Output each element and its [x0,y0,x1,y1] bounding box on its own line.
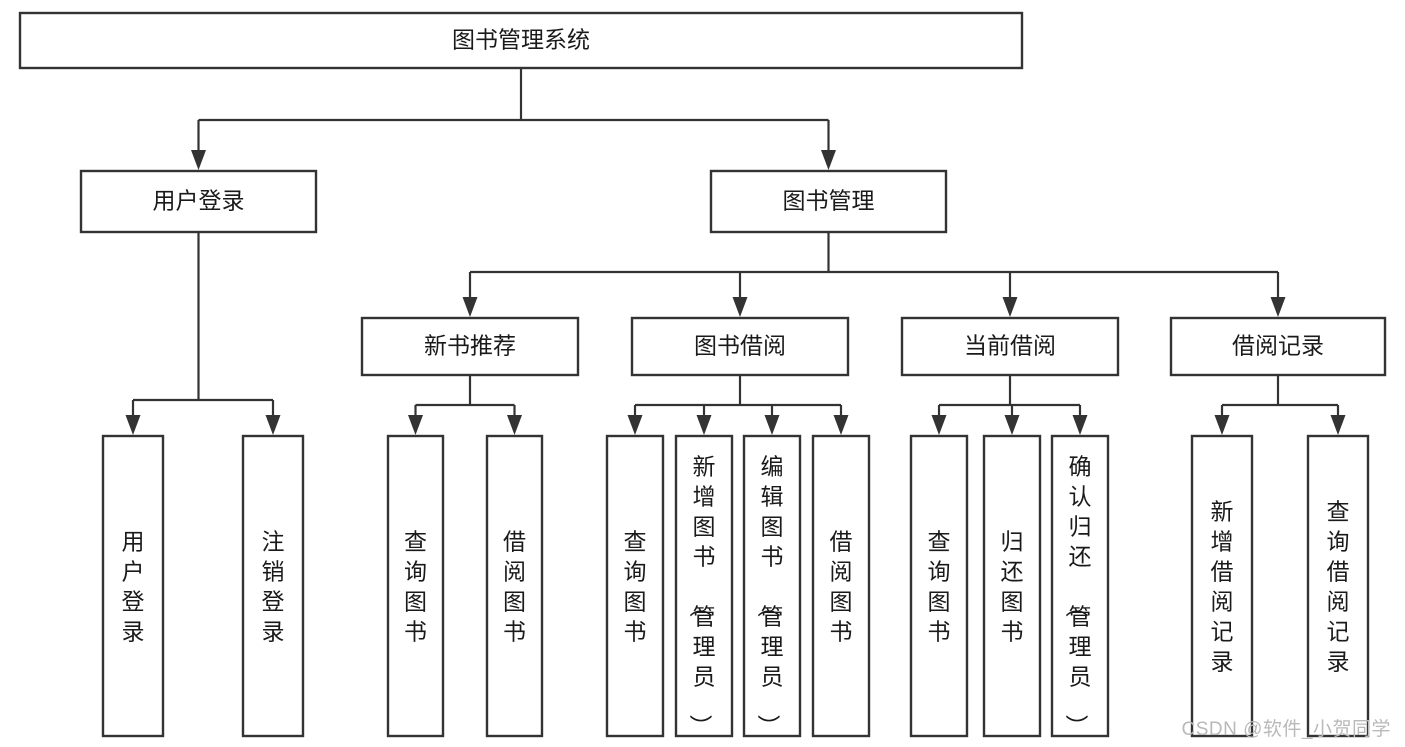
node-box-leaf-user-login[interactable] [101,434,165,738]
node-book-borrow[interactable]: 图书借阅 [630,316,850,377]
node-box-borrow-record[interactable] [1169,316,1387,377]
node-user-login[interactable]: 用户登录 [79,169,318,234]
node-label-current-borrow: 当前借阅 [964,333,1056,359]
connector-group-new-book-rec [408,375,522,435]
node-box-leaf-rec-query2[interactable] [1306,434,1370,738]
node-label-root: 图书管理系统 [452,27,590,53]
node-box-book-manage[interactable] [709,169,948,234]
node-leaf-rec-borrow[interactable]: 借阅图书 [485,434,544,738]
node-leaf-cur-return[interactable]: 归还图书 [982,434,1042,738]
connector-group-book-manage [462,232,1286,317]
node-current-borrow[interactable]: 当前借阅 [900,316,1120,377]
connector-layer [125,68,1346,435]
node-label-leaf-user-login: 用户登录 [122,528,145,644]
node-label-leaf-rec-query2: 查询借阅记录 [1327,498,1350,674]
node-root[interactable]: 图书管理系统 [18,11,1024,70]
node-box-leaf-borrow-edit[interactable] [742,434,802,738]
csdn-watermark: CSDN @软件_小贺同学 [1181,719,1391,740]
node-label-leaf-user-logout: 注销登录 [262,528,285,644]
node-box-book-borrow[interactable] [630,316,850,377]
node-box-leaf-cur-query[interactable] [909,434,969,738]
node-leaf-cur-confirm[interactable]: 确认归还（管理员） [1050,434,1110,738]
node-label-new-book-rec: 新书推荐 [424,333,516,359]
node-leaf-user-logout[interactable]: 注销登录 [241,434,305,738]
node-leaf-cur-query[interactable]: 查询图书 [909,434,969,738]
node-box-leaf-borrow-query[interactable] [605,434,665,738]
node-label-leaf-rec-add: 新增借阅记录 [1211,498,1234,674]
connector-group-user-login [125,232,281,435]
node-box-leaf-rec-borrow[interactable] [485,434,544,738]
node-leaf-borrow-add[interactable]: 新增图书（管理员） [674,434,734,738]
node-box-leaf-rec-query[interactable] [386,434,445,738]
connector-group-root [191,68,836,170]
node-label-leaf-borrow-do: 借阅图书 [830,528,853,644]
node-box-leaf-user-logout[interactable] [241,434,305,738]
node-box-current-borrow[interactable] [900,316,1120,377]
node-label-book-borrow: 图书借阅 [694,333,786,359]
node-book-manage[interactable]: 图书管理 [709,169,948,234]
node-label-leaf-borrow-add: 新增图书（管理员） [688,453,716,737]
node-layer: 图书管理系统用户登录图书管理新书推荐图书借阅当前借阅借阅记录用户登录注销登录查询… [18,11,1387,738]
connector-group-book-borrow [627,375,849,435]
node-box-user-login[interactable] [79,169,318,234]
node-label-leaf-rec-borrow: 借阅图书 [503,528,526,644]
node-label-borrow-record: 借阅记录 [1232,333,1324,359]
node-leaf-borrow-edit[interactable]: 编辑图书（管理员） [742,434,802,738]
node-label-leaf-cur-query: 查询图书 [928,528,951,644]
node-box-new-book-rec[interactable] [360,316,580,377]
node-leaf-rec-add[interactable]: 新增借阅记录 [1190,434,1254,738]
node-label-leaf-borrow-query: 查询图书 [624,528,647,644]
node-box-leaf-cur-confirm[interactable] [1050,434,1110,738]
node-label-leaf-rec-query: 查询图书 [404,528,427,644]
node-leaf-rec-query2[interactable]: 查询借阅记录 [1306,434,1370,738]
node-box-leaf-borrow-do[interactable] [811,434,871,738]
node-leaf-user-login[interactable]: 用户登录 [101,434,165,738]
node-label-user-login: 用户登录 [153,188,245,214]
node-box-leaf-borrow-add[interactable] [674,434,734,738]
node-label-leaf-cur-confirm: 确认归还（管理员） [1064,453,1092,737]
node-box-leaf-cur-return[interactable] [982,434,1042,738]
node-borrow-record[interactable]: 借阅记录 [1169,316,1387,377]
node-label-book-manage: 图书管理 [783,188,875,214]
node-leaf-borrow-do[interactable]: 借阅图书 [811,434,871,738]
node-new-book-rec[interactable]: 新书推荐 [360,316,580,377]
node-leaf-rec-query[interactable]: 查询图书 [386,434,445,738]
connector-group-borrow-record [1214,375,1346,435]
node-leaf-borrow-query[interactable]: 查询图书 [605,434,665,738]
node-label-leaf-cur-return: 归还图书 [1001,528,1024,644]
node-box-leaf-rec-add[interactable] [1190,434,1254,738]
node-label-leaf-borrow-edit: 编辑图书（管理员） [756,453,784,737]
node-box-root[interactable] [18,11,1024,70]
connector-group-current-borrow [931,375,1088,435]
